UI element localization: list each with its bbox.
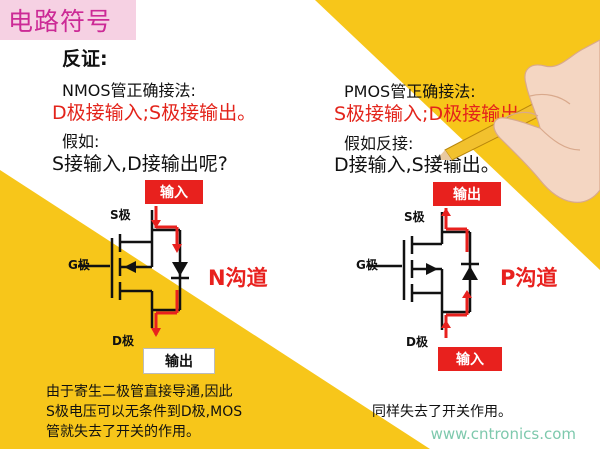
watermark: www.cntronics.com — [430, 425, 576, 443]
nmos-symbol-icon — [78, 206, 189, 337]
nmos-s-label: S极 — [110, 208, 131, 222]
nmos-channel-label: N沟道 — [208, 266, 268, 290]
nmos-input-box: 输入 — [145, 180, 203, 204]
pmos-output-box: 输出 — [433, 182, 501, 206]
nmos-note-line-3: 管就失去了开关的作用。 — [46, 424, 200, 440]
nmos-note-line-1: 由于寄生二极管直接导通,因此 — [46, 384, 233, 400]
nmos-note: 由于寄生二极管直接导通,因此 S极电压可以无条件到D极,MOS 管就失去了开关的… — [46, 382, 306, 442]
pmos-d-label: D极 — [406, 335, 428, 349]
pmos-reverse-label: 假如反接: — [344, 134, 414, 153]
page-title: 电路符号 — [8, 7, 113, 36]
pmos-reverse-statement: D接输入,S接输出。 — [334, 154, 500, 176]
nmos-suppose-question: S接输入,D接输出呢? — [52, 153, 228, 175]
nmos-d-label: D极 — [112, 334, 134, 348]
nmos-note-line-2: S极电压可以无条件到D极,MOS — [46, 404, 243, 420]
pmos-correct-label: PMOS管正确接法: — [344, 82, 476, 101]
pmos-correct-rule: S极接输入;D极接输出。 — [334, 103, 539, 125]
nmos-suppose-label: 假如: — [62, 132, 100, 151]
nmos-correct-rule: D极接输入;S极接输出。 — [52, 102, 257, 124]
proof-heading: 反证: — [62, 48, 108, 70]
title-background — [0, 0, 136, 40]
nmos-correct-label: NMOS管正确接法: — [62, 81, 196, 100]
nmos-output-box: 输出 — [143, 348, 215, 374]
pmos-s-label: S极 — [404, 210, 425, 224]
pmos-input-box: 输入 — [438, 347, 502, 371]
pmos-channel-label: P沟道 — [500, 266, 558, 290]
pmos-g-label: G极 — [356, 258, 378, 272]
nmos-g-label: G极 — [68, 258, 90, 272]
pmos-note: 同样失去了开关作用。 — [372, 404, 512, 420]
pmos-symbol-icon — [368, 208, 479, 338]
